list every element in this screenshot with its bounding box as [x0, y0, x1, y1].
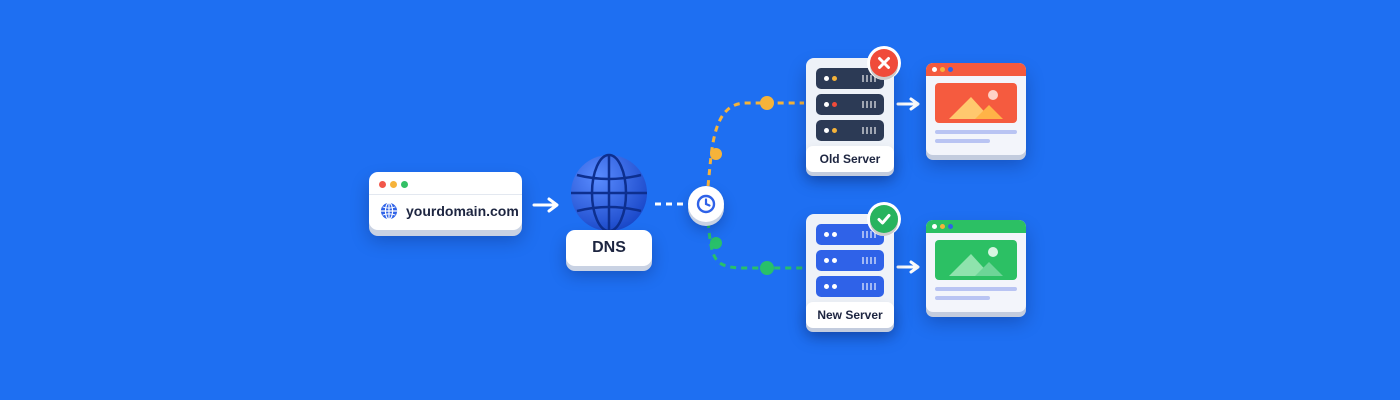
server-unit — [816, 276, 884, 297]
path-node-old-2 — [760, 96, 774, 110]
text-line-placeholder — [935, 139, 990, 143]
server-unit — [816, 120, 884, 141]
fail-badge — [870, 49, 898, 77]
x-icon — [878, 57, 890, 69]
window-dot-green — [401, 181, 408, 188]
new-website-window — [926, 220, 1026, 312]
globe-icon — [380, 202, 398, 220]
text-line-placeholder — [935, 287, 1017, 291]
window-titlebar — [926, 220, 1026, 233]
arrow-new-server-to-site — [896, 260, 920, 274]
server-unit — [816, 94, 884, 115]
dashed-path-old — [706, 101, 804, 187]
window-dot-yellow — [390, 181, 397, 188]
dashed-path-new — [706, 221, 804, 270]
text-line-placeholder — [935, 130, 1017, 134]
server-unit — [816, 250, 884, 271]
dns-globe-icon — [571, 153, 647, 233]
window-dot-red — [379, 181, 386, 188]
image-placeholder-icon — [935, 83, 1017, 123]
path-node-old-1 — [710, 148, 722, 160]
success-badge — [870, 205, 898, 233]
browser-window: yourdomain.com — [369, 172, 522, 230]
browser-divider — [369, 194, 522, 195]
old-website-window — [926, 63, 1026, 155]
path-node-new-1 — [710, 237, 722, 249]
arrow-old-server-to-site — [896, 97, 920, 111]
new-server-label: New Server — [806, 302, 894, 328]
dns-label: DNS — [566, 230, 652, 266]
text-line-placeholder — [935, 296, 990, 300]
server-unit — [816, 224, 884, 245]
image-placeholder-icon — [935, 240, 1017, 280]
window-titlebar — [926, 63, 1026, 76]
path-node-new-2 — [760, 261, 774, 275]
server-unit — [816, 68, 884, 89]
arrow-browser-to-dns — [532, 197, 559, 213]
clock-icon — [696, 194, 716, 214]
timer-node — [688, 186, 724, 222]
window-controls — [379, 181, 408, 188]
check-icon — [877, 214, 891, 225]
old-server-label: Old Server — [806, 146, 894, 172]
domain-url-text: yourdomain.com — [406, 203, 519, 219]
